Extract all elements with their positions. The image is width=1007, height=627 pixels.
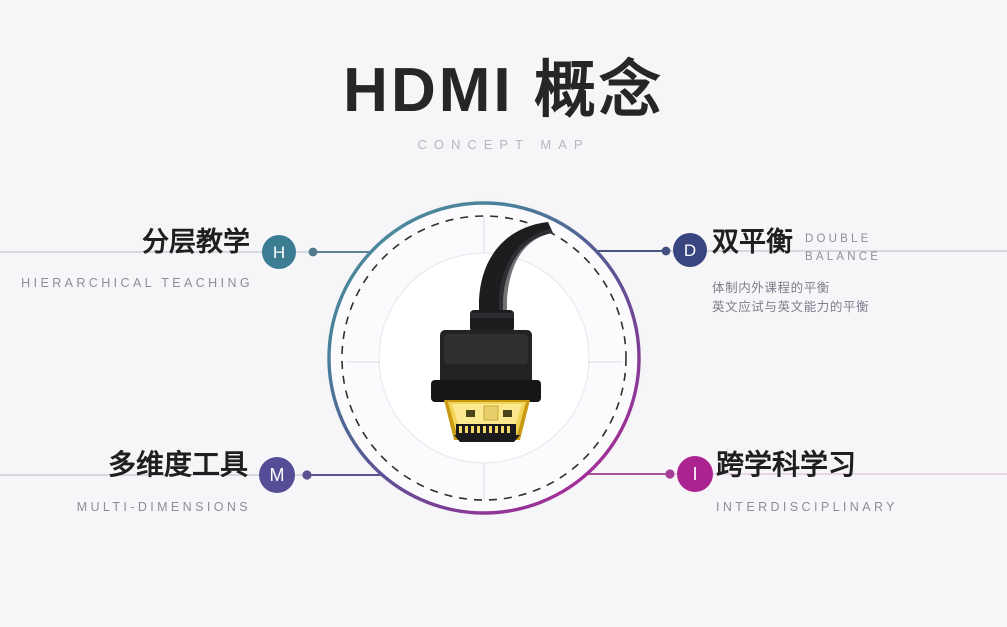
node-en-label-hierarchical-teaching: HIERARCHICAL TEACHING: [21, 275, 253, 290]
dashed-circle: [341, 215, 627, 501]
connector-line-double-balance: [592, 246, 671, 256]
node-cn-label-hierarchical-teaching: 分层教学: [142, 227, 250, 257]
node-badge-multi-dimensions[interactable]: M: [259, 457, 295, 493]
node-badge-hierarchical-teaching[interactable]: H: [262, 235, 296, 269]
circle-cross-guides: [346, 216, 622, 500]
node-cn-label-double-balance: 双平衡: [712, 227, 793, 257]
node-en-label-double-balance-line2: BALANCE: [805, 250, 882, 263]
page-subtitle: CONCEPT MAP: [417, 137, 590, 153]
node-note-line-2: 英文应试与英文能力的平衡: [712, 300, 870, 314]
node-note-line-1: 体制内外课程的平衡: [712, 280, 830, 295]
page-title: HDMI 概念: [343, 56, 664, 125]
node-en-label-multi-dimensions: MULTI-DIMENSIONS: [76, 499, 251, 514]
inner-white-disc-edge: [378, 252, 590, 464]
node-cn-label-interdisciplinary: 跨学科学习: [716, 449, 857, 480]
connector-line-interdisciplinary: [586, 469, 675, 479]
hdmi-connector-illustration: [431, 222, 553, 442]
title-block: HDMI 概念 CONCEPT MAP: [0, 58, 1007, 152]
node-cn-label-multi-dimensions: 多维度工具: [107, 449, 248, 480]
node-badge-interdisciplinary[interactable]: I: [677, 456, 713, 492]
node-en-label-double-balance: DOUBLE BALANCE: [805, 231, 881, 267]
node-label-double-balance[interactable]: 双平衡 DOUBLE BALANCE 体制内外课程的平衡 英文应试与英文能力的平…: [712, 227, 1007, 318]
node-label-multi-dimensions[interactable]: 多维度工具 MULTI-DIMENSIONS: [0, 449, 256, 514]
node-en-label-double-balance-line1: DOUBLE: [805, 233, 872, 245]
node-label-hierarchical-teaching[interactable]: 分层教学 HIERARCHICAL TEACHING: [0, 227, 258, 290]
node-en-label-interdisciplinary: INTERDISCIPLINARY: [716, 499, 898, 514]
node-badge-double-balance[interactable]: D: [673, 233, 707, 267]
node-notes-double-balance: 体制内外课程的平衡 英文应试与英文能力的平衡: [712, 279, 1007, 318]
node-label-interdisciplinary[interactable]: 跨学科学习 INTERDISCIPLINARY: [716, 449, 1007, 514]
